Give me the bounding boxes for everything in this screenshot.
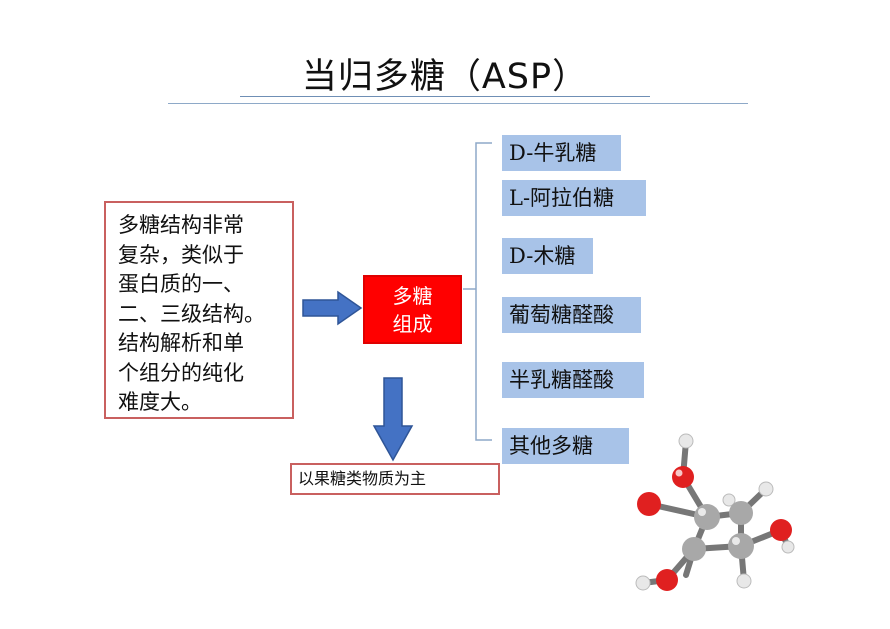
component-item: 半乳糖醛酸 (502, 362, 644, 398)
molecule-icon (635, 433, 795, 591)
bracket-connector (463, 142, 492, 441)
page-title: 当归多糖（ASP） (301, 57, 589, 97)
description-box: 多糖结构非常 复杂，类似于 蛋白质的一、 二、三级结构。 结构解析和单 个组分的… (104, 201, 294, 419)
component-item: D-木糖 (502, 238, 593, 274)
polysaccharide-composition-box: 多糖 组成 (363, 275, 462, 344)
component-item: 葡萄糖醛酸 (502, 297, 641, 333)
right-arrow-icon (302, 290, 363, 326)
component-item: L-阿拉伯糖 (502, 180, 646, 216)
component-item: D-牛乳糖 (502, 135, 621, 171)
note-box: 以果糖类物质为主 (290, 463, 500, 495)
down-arrow-icon (372, 377, 414, 462)
title-underline (240, 96, 650, 97)
title-rule (168, 103, 748, 104)
component-item: 其他多糖 (502, 428, 629, 464)
